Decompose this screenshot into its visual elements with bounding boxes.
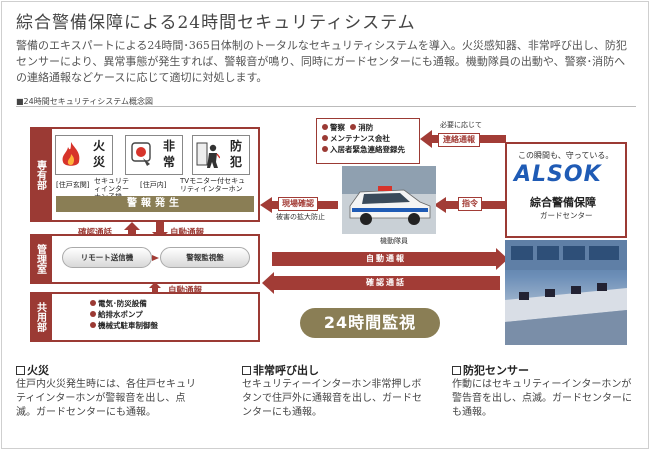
bullet-icon xyxy=(90,300,96,306)
section-security-body: 作動にはセキュリティーインターホンが警告音を出し、点滅。ガードセンターにも通報。 xyxy=(452,379,632,418)
auto-report-bar: 自動通報 xyxy=(272,252,500,266)
section-fire-body: 住戸内火災発生時には、各住戸セキュリティインターホンが警報音を出し、点滅。ガード… xyxy=(16,379,196,418)
bullet-icon xyxy=(90,322,96,328)
checkbox-icon xyxy=(16,366,25,375)
emergency-button-icon xyxy=(131,142,151,166)
section-emergency-heading: 非常呼び出し xyxy=(242,362,319,378)
alsok-company: 綜合警備保障 xyxy=(530,196,596,209)
as-needed-label: 必要に応じて xyxy=(440,121,482,129)
alarm-banner: 警報発生 xyxy=(56,196,254,212)
caption-indoor: [住戸内] xyxy=(140,181,167,189)
alsok-logo: ALSOK xyxy=(514,162,602,187)
caption-indoor-unit: TVモニター付セキュリティインターホン xyxy=(180,177,246,193)
control-room-illustration xyxy=(505,240,627,345)
section-fire-heading: 火災 xyxy=(16,362,49,378)
side-label-management: 管理室 xyxy=(30,234,50,284)
remote-transmitter: リモート送信機 xyxy=(62,247,152,268)
alsok-panel xyxy=(505,142,627,238)
remote-arrow xyxy=(152,255,159,261)
contacts-box xyxy=(316,118,420,164)
common-item: 機械式駐車制御盤 xyxy=(90,320,158,331)
bullet-icon xyxy=(350,124,357,130)
site-check-label: 現場確認 xyxy=(278,197,318,211)
alsok-center: ガードセンター xyxy=(540,211,593,220)
bullet-icon xyxy=(322,135,328,141)
confirm-call-label: 確認通話 xyxy=(78,228,113,238)
intruder-label: 防犯 xyxy=(229,139,242,169)
control-room-image xyxy=(505,240,627,345)
bullet-icon xyxy=(90,311,96,317)
emergency-box: 非常 xyxy=(125,135,183,175)
monitoring-24h-badge: 24時間監視 xyxy=(300,308,440,338)
fire-label: 火災 xyxy=(92,139,105,169)
common-items: 電気･防災設備 給排水ポンプ 機械式駐車制御盤 xyxy=(90,298,158,331)
alarm-monitor-panel: 警報監視盤 xyxy=(160,247,250,268)
side-label-resident: 専有部 xyxy=(30,127,50,222)
common-item: 給排水ポンプ xyxy=(90,309,158,320)
emergency-label: 非常 xyxy=(162,139,175,169)
intruder-box: 防犯 xyxy=(192,135,250,175)
fire-icon xyxy=(62,142,80,166)
section-security-heading: 防犯センサー xyxy=(452,362,529,378)
dispatch-label: 指令 xyxy=(458,197,482,211)
relay-report-label: 連絡通報 xyxy=(438,133,480,147)
auto-report-common: 自動通報 xyxy=(168,286,203,296)
confirm-call-arrowhead xyxy=(262,272,274,294)
diagram-label: ■24時間セキュリティシステム概念図 xyxy=(16,97,154,106)
patrol-car-image xyxy=(342,166,436,234)
diagram-divider xyxy=(16,106,636,107)
auto-report-label: 自動通報 xyxy=(170,228,205,238)
checkbox-icon xyxy=(452,366,461,375)
page-title: 綜合警備保障による24時間セキュリティシステム xyxy=(16,13,416,33)
common-panel xyxy=(50,292,260,342)
bullet-icon xyxy=(322,124,328,130)
patrol-label: 機動隊員 xyxy=(380,237,408,245)
caption-entrance: [住戸玄関] xyxy=(56,181,90,189)
fire-box: 火災 xyxy=(55,135,113,175)
checkbox-icon xyxy=(242,366,251,375)
bullet-icon xyxy=(322,146,328,152)
section-emergency-body: セキュリティーインターホン非常押しボタンで住戸外に通報音を出し、ガードセンターに… xyxy=(242,379,422,418)
confirm-call-bar: 確認通話 xyxy=(272,276,500,290)
alsok-tagline: この瞬間も、守っている。 xyxy=(518,151,614,160)
intruder-icon xyxy=(196,142,220,168)
common-arrow xyxy=(149,282,161,294)
intro-paragraph: 警備のエキスパートによる24時間･365日体制のトータルなセキュリティシステムを… xyxy=(16,39,627,84)
auto-report-arrowhead xyxy=(496,248,508,270)
side-label-common: 共用部 xyxy=(30,292,50,342)
damage-prevent-label: 被害の拡大防止 xyxy=(276,213,325,221)
contacts-list: 警察 消防 メンテナンス会社 入居者緊急連絡登録先 xyxy=(322,122,405,155)
common-item: 電気･防災設備 xyxy=(90,298,158,309)
